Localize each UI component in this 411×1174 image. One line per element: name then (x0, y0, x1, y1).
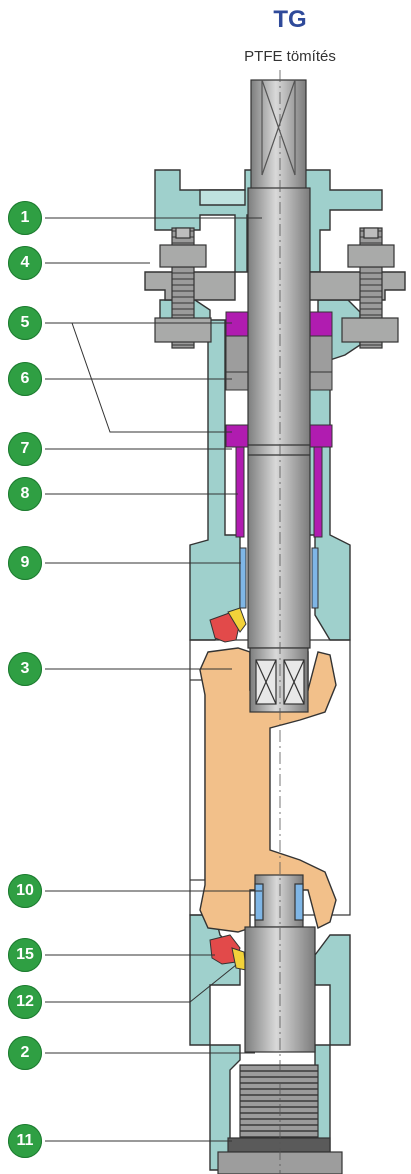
callout-11[interactable]: 11 (8, 1124, 42, 1158)
left-stud-bolt (154, 227, 212, 349)
yoke-flange (154, 169, 383, 273)
callout-9[interactable]: 9 (8, 546, 42, 580)
callout-6[interactable]: 6 (8, 362, 42, 396)
callout-1[interactable]: 1 (8, 201, 42, 235)
callout-4[interactable]: 4 (8, 246, 42, 280)
callout-10[interactable]: 10 (8, 874, 42, 908)
stem-upper (247, 79, 311, 713)
leader-lines (45, 217, 262, 1142)
callout-7[interactable]: 7 (8, 432, 42, 466)
callout-2[interactable]: 2 (8, 1036, 42, 1070)
packing-stack (225, 311, 333, 609)
callout-8[interactable]: 8 (8, 477, 42, 511)
callout-3[interactable]: 3 (8, 652, 42, 686)
callout-15[interactable]: 15 (8, 938, 42, 972)
stem-lower (217, 874, 343, 1174)
callout-12[interactable]: 12 (8, 985, 42, 1019)
right-stud-bolt (341, 227, 399, 349)
page-title: TG (273, 6, 307, 33)
upper-seal (209, 607, 247, 643)
lower-seal (209, 934, 247, 971)
page-subtitle: PTFE tömítés (244, 48, 336, 65)
callout-5[interactable]: 5 (8, 306, 42, 340)
